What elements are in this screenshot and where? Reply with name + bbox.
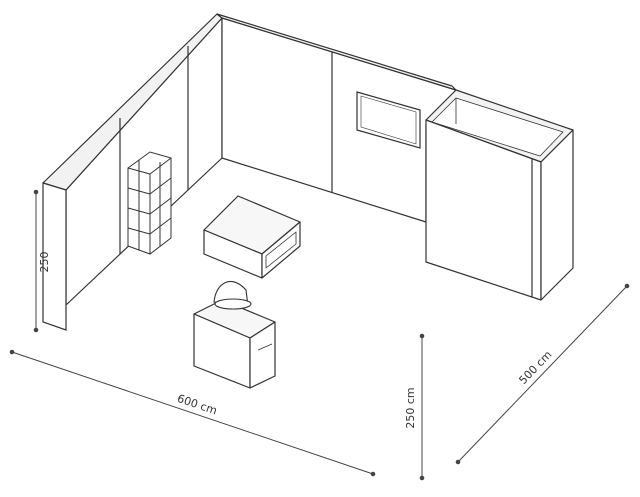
label-width: 600 cm: [175, 392, 218, 418]
dimension-width: [9, 349, 376, 477]
left-wall-end-panel: [42, 182, 67, 331]
display-table: [203, 195, 301, 279]
storage-cabin: [425, 89, 574, 301]
dimension-height-front: [419, 333, 425, 481]
left-wall: [42, 13, 223, 306]
reception-counter: [193, 299, 276, 389]
dimension-height-side: [33, 189, 39, 333]
wall-screen: [356, 91, 421, 149]
dimension-depth: [455, 283, 630, 465]
shelf-unit: [127, 151, 172, 255]
bar-stool: [213, 280, 252, 310]
label-height-side: 250: [38, 252, 51, 273]
label-height-front: 250 cm: [404, 387, 417, 428]
